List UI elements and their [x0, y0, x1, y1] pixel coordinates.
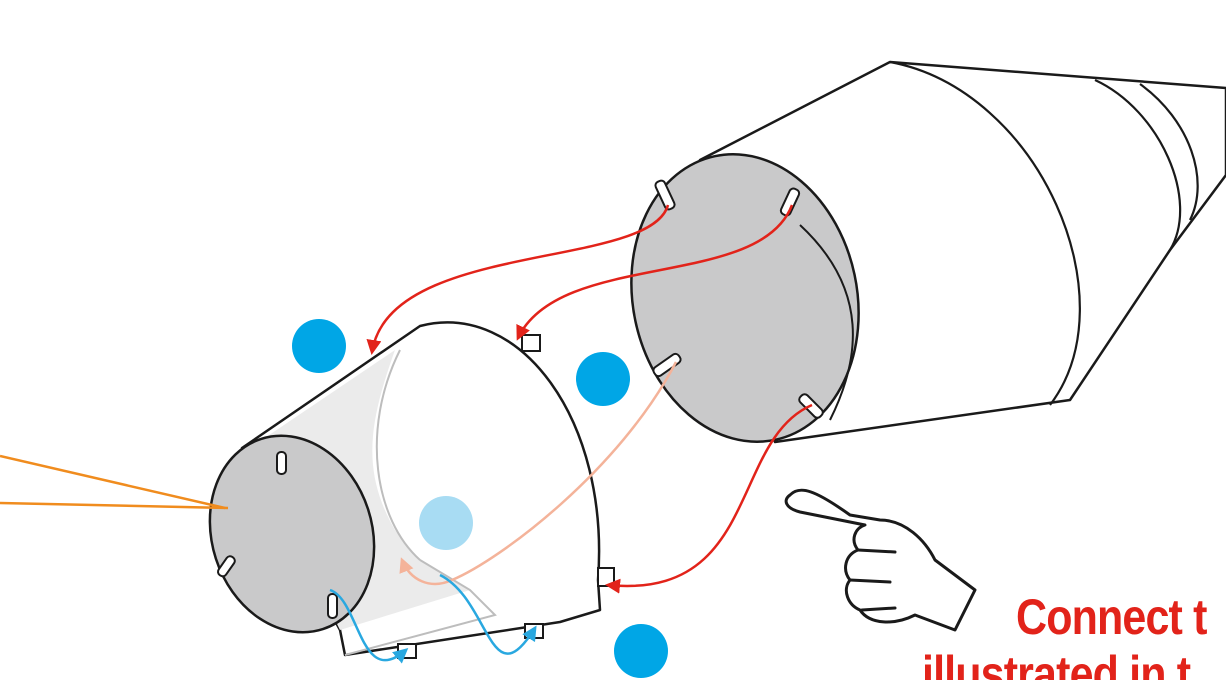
orange-leader-line [0, 501, 229, 510]
leader-lines [0, 454, 229, 510]
blue-marker-dot [576, 352, 630, 406]
pointing-hand-icon [784, 488, 977, 632]
slot [654, 179, 676, 211]
instruction-text-line2: illustrated in t [922, 646, 1191, 680]
cone-bottom-flap [344, 559, 497, 656]
red-arrow [366, 204, 670, 355]
tab [597, 567, 615, 587]
nose-ring-1 [889, 60, 1081, 406]
nose-ring-2 [1094, 79, 1182, 251]
red-arrow [605, 403, 813, 594]
cone-inner-edge [375, 349, 421, 561]
instruction-text-line1: Connect t [1016, 589, 1207, 645]
red-arrow [516, 204, 794, 341]
blue-arrow [439, 573, 537, 655]
blue-connectors [329, 573, 537, 664]
cone-end-face [208, 434, 376, 634]
red-connectors [366, 204, 813, 594]
small-cone-part [208, 321, 615, 659]
nose-ring-3 [1139, 83, 1199, 221]
large-cylinder-part [630, 60, 1226, 444]
orange-leader-line [0, 454, 226, 510]
blue-marker-dot-faded [419, 496, 473, 550]
red-arrow-faded [399, 557, 453, 586]
red-arrow-faded [451, 361, 678, 582]
end-face-inner-curve [799, 224, 854, 421]
blue-arrow [329, 588, 409, 664]
slot [276, 451, 287, 475]
blue-marker-dot [292, 319, 346, 373]
tab [521, 334, 541, 352]
slot [216, 555, 236, 578]
slot [327, 593, 338, 619]
marker-dots [292, 319, 668, 678]
blue-marker-dot [614, 624, 668, 678]
tab [397, 643, 417, 659]
slot [779, 187, 801, 217]
slot [652, 352, 682, 378]
